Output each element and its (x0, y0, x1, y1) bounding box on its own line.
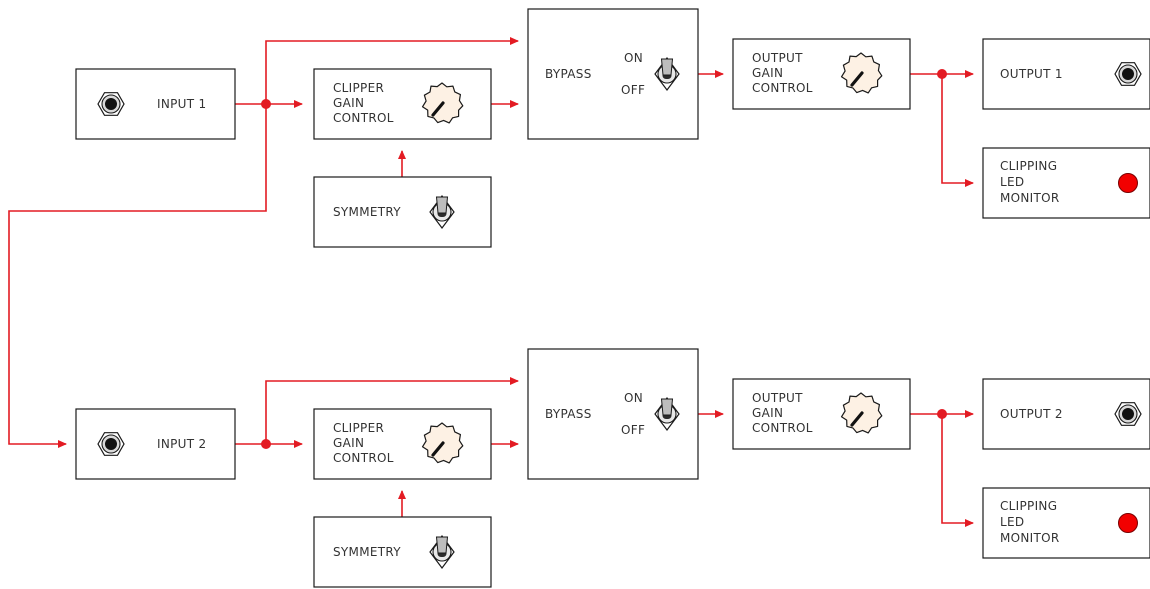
output-1-module: OUTPUT 1 (982, 38, 1150, 110)
clipper-gain-label-line-3: CONTROL (333, 111, 394, 125)
clipper-gain-label-line-3: CONTROL (333, 451, 394, 465)
bypass-2-off-label: OFF (621, 423, 645, 437)
clipper-gain-label-line-2: GAIN (333, 436, 364, 450)
jack-icon[interactable] (97, 432, 125, 456)
bypass-2-module: BYPASS ON OFF (527, 348, 699, 480)
symmetry-2-box (313, 516, 492, 588)
symmetry-2-label: SYMMETRY (333, 545, 401, 559)
junction-dot (261, 99, 271, 109)
clipper-gain-control-2-module: CLIPPER GAIN CONTROL (313, 408, 492, 480)
symmetry-1-label: SYMMETRY (333, 205, 401, 219)
output-2-label: OUTPUT 2 (1000, 407, 1063, 421)
jack-icon[interactable] (1114, 62, 1142, 86)
input-2-label: INPUT 2 (157, 437, 206, 451)
output-gain-control-1-module: OUTPUT GAIN CONTROL (732, 38, 911, 110)
clipper-gain-label-line-1: CLIPPER (333, 81, 384, 95)
clipping-led-monitor-2-module: CLIPPING LED MONITOR (982, 487, 1150, 559)
led-monitor-label-line-2: LED (1000, 515, 1024, 529)
led-icon (1118, 513, 1138, 533)
input-1-label: INPUT 1 (157, 97, 206, 111)
output-gain-label-line-3: CONTROL (752, 81, 813, 95)
output-gain-label-line-2: GAIN (752, 66, 783, 80)
bypass-1-on-label: ON (624, 51, 643, 65)
bypass-1-off-label: OFF (621, 83, 645, 97)
led-icon (1118, 173, 1138, 193)
clipper-gain-label-line-1: CLIPPER (333, 421, 384, 435)
symmetry-1-box (313, 176, 492, 248)
led-monitor-label-line-1: CLIPPING (1000, 159, 1057, 173)
jack-icon[interactable] (97, 92, 125, 116)
output-2-module: OUTPUT 2 (982, 378, 1150, 450)
junction-dot (937, 69, 947, 79)
symmetry-2-module: SYMMETRY (313, 516, 492, 588)
led-monitor-label-line-3: MONITOR (1000, 531, 1060, 545)
led-monitor-label-line-3: MONITOR (1000, 191, 1060, 205)
channel-2: INPUT 2 CLIPPER GAIN CONTROL SYMMETRY BY… (75, 348, 1150, 588)
bypass-1-module: BYPASS ON OFF (527, 8, 699, 140)
led-monitor-label-line-1: CLIPPING (1000, 499, 1057, 513)
clipping-led-monitor-1-module: CLIPPING LED MONITOR (982, 147, 1150, 219)
bypass-2-label: BYPASS (545, 407, 592, 421)
output-gain-control-2-module: OUTPUT GAIN CONTROL (732, 378, 911, 450)
clipper-gain-label-line-2: GAIN (333, 96, 364, 110)
output-gain-label-line-1: OUTPUT (752, 51, 803, 65)
bypass-2-on-label: ON (624, 391, 643, 405)
input-1-module: INPUT 1 (75, 68, 236, 140)
led-monitor-label-line-2: LED (1000, 175, 1024, 189)
wire-split2-to-bypass2 (265, 377, 519, 444)
wire-outgain1-to-led1 (941, 74, 974, 187)
wire-split1-to-bypass1 (265, 37, 519, 104)
output-1-label: OUTPUT 1 (1000, 67, 1063, 81)
wire-outgain2-to-led2 (941, 414, 974, 527)
junction-dot (261, 439, 271, 449)
signal-wires (8, 37, 974, 527)
input-2-module: INPUT 2 (75, 408, 236, 480)
output-gain-label-line-3: CONTROL (752, 421, 813, 435)
output-gain-label-line-1: OUTPUT (752, 391, 803, 405)
jack-icon[interactable] (1114, 402, 1142, 426)
bypass-1-label: BYPASS (545, 67, 592, 81)
wire-split1-to-input2 (8, 104, 267, 448)
output-gain-label-line-2: GAIN (752, 406, 783, 420)
symmetry-1-module: SYMMETRY (313, 176, 492, 248)
clipper-gain-control-1-module: CLIPPER GAIN CONTROL (313, 68, 492, 140)
junction-dot (937, 409, 947, 419)
channel-1: INPUT 1 CLIPPER GAIN CONTROL SYMMETRY BY… (75, 8, 1150, 248)
